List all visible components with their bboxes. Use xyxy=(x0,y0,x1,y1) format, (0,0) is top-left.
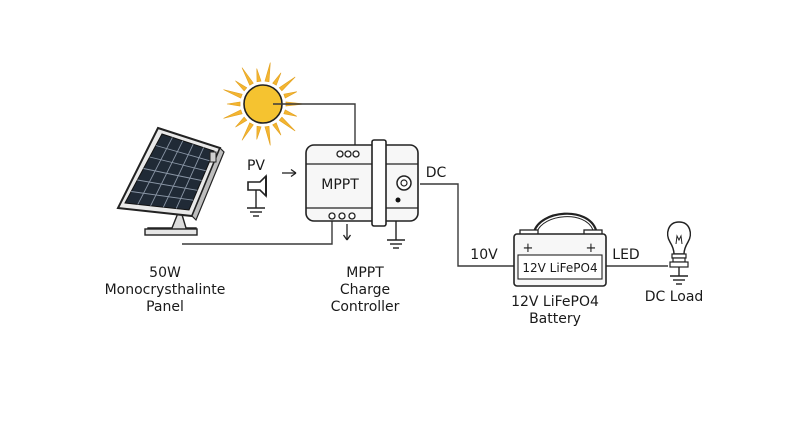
load-label: DC Load xyxy=(645,289,704,305)
panel-grid-line xyxy=(155,145,210,162)
sun-ray xyxy=(264,62,271,83)
sun-ray xyxy=(223,89,243,99)
sun-ray xyxy=(235,80,248,92)
battery-label-line1: 12V LiFePO4 xyxy=(511,294,599,310)
sun-ray xyxy=(278,116,296,132)
wire-panel-to-controller xyxy=(182,220,333,245)
sun-ray xyxy=(226,101,241,107)
ground-icon xyxy=(670,275,688,285)
sun-ray xyxy=(272,122,282,136)
sun-ray xyxy=(278,76,296,92)
sun-ray xyxy=(283,91,297,99)
wire-controller-to-battery xyxy=(420,183,514,267)
panel-grid-line xyxy=(149,156,206,172)
arrow-right-icon xyxy=(282,168,297,178)
mppt-box-label: MPPT xyxy=(321,177,359,193)
pv-input-symbol xyxy=(247,174,267,208)
led-label: LED xyxy=(612,247,639,263)
controller-label-line2: Charge xyxy=(340,282,390,298)
sun-icon xyxy=(223,62,306,146)
sun-ray xyxy=(272,72,282,86)
panel-wattage-label: 50W xyxy=(149,265,181,281)
controller-label-line3: Controller xyxy=(331,299,400,315)
arrow-down-icon xyxy=(342,224,352,241)
sun-ray xyxy=(235,116,248,128)
sun-ray xyxy=(241,67,254,86)
mppt-controller xyxy=(305,139,419,227)
battery-terminal-positive-right: + xyxy=(586,241,597,256)
battery-label-line2: Battery xyxy=(529,311,581,327)
panel-grid-line xyxy=(143,168,202,181)
panel-cell-grid xyxy=(131,137,210,209)
solar-panel-icon xyxy=(116,126,225,236)
ground-icon xyxy=(247,207,265,217)
panel-type-label: Monocrysthalinte xyxy=(105,282,226,298)
sun-ray xyxy=(223,109,243,119)
sun-ray xyxy=(283,109,297,117)
battery-terminal-positive-left: + xyxy=(523,241,534,256)
light-bulb-icon xyxy=(667,221,691,268)
wiring xyxy=(182,103,668,267)
ground-icon xyxy=(387,239,405,249)
battery-box-label: 12V LiFePO4 xyxy=(522,261,597,275)
sun-ray xyxy=(256,68,262,83)
pv-label: PV xyxy=(247,158,265,174)
dc-output-label: DC xyxy=(426,165,447,181)
wire-sun-to-controller xyxy=(273,103,356,150)
sun-ray xyxy=(264,125,271,146)
sun-ray xyxy=(241,122,254,141)
voltage-label: 10V xyxy=(470,247,498,263)
battery xyxy=(513,212,607,287)
panel-grid-line xyxy=(137,179,198,191)
controller-label-line1: MPPT xyxy=(346,265,384,281)
panel-word-label: Panel xyxy=(146,299,184,315)
panel-grid-line xyxy=(131,191,194,201)
sun-ray xyxy=(256,125,262,140)
